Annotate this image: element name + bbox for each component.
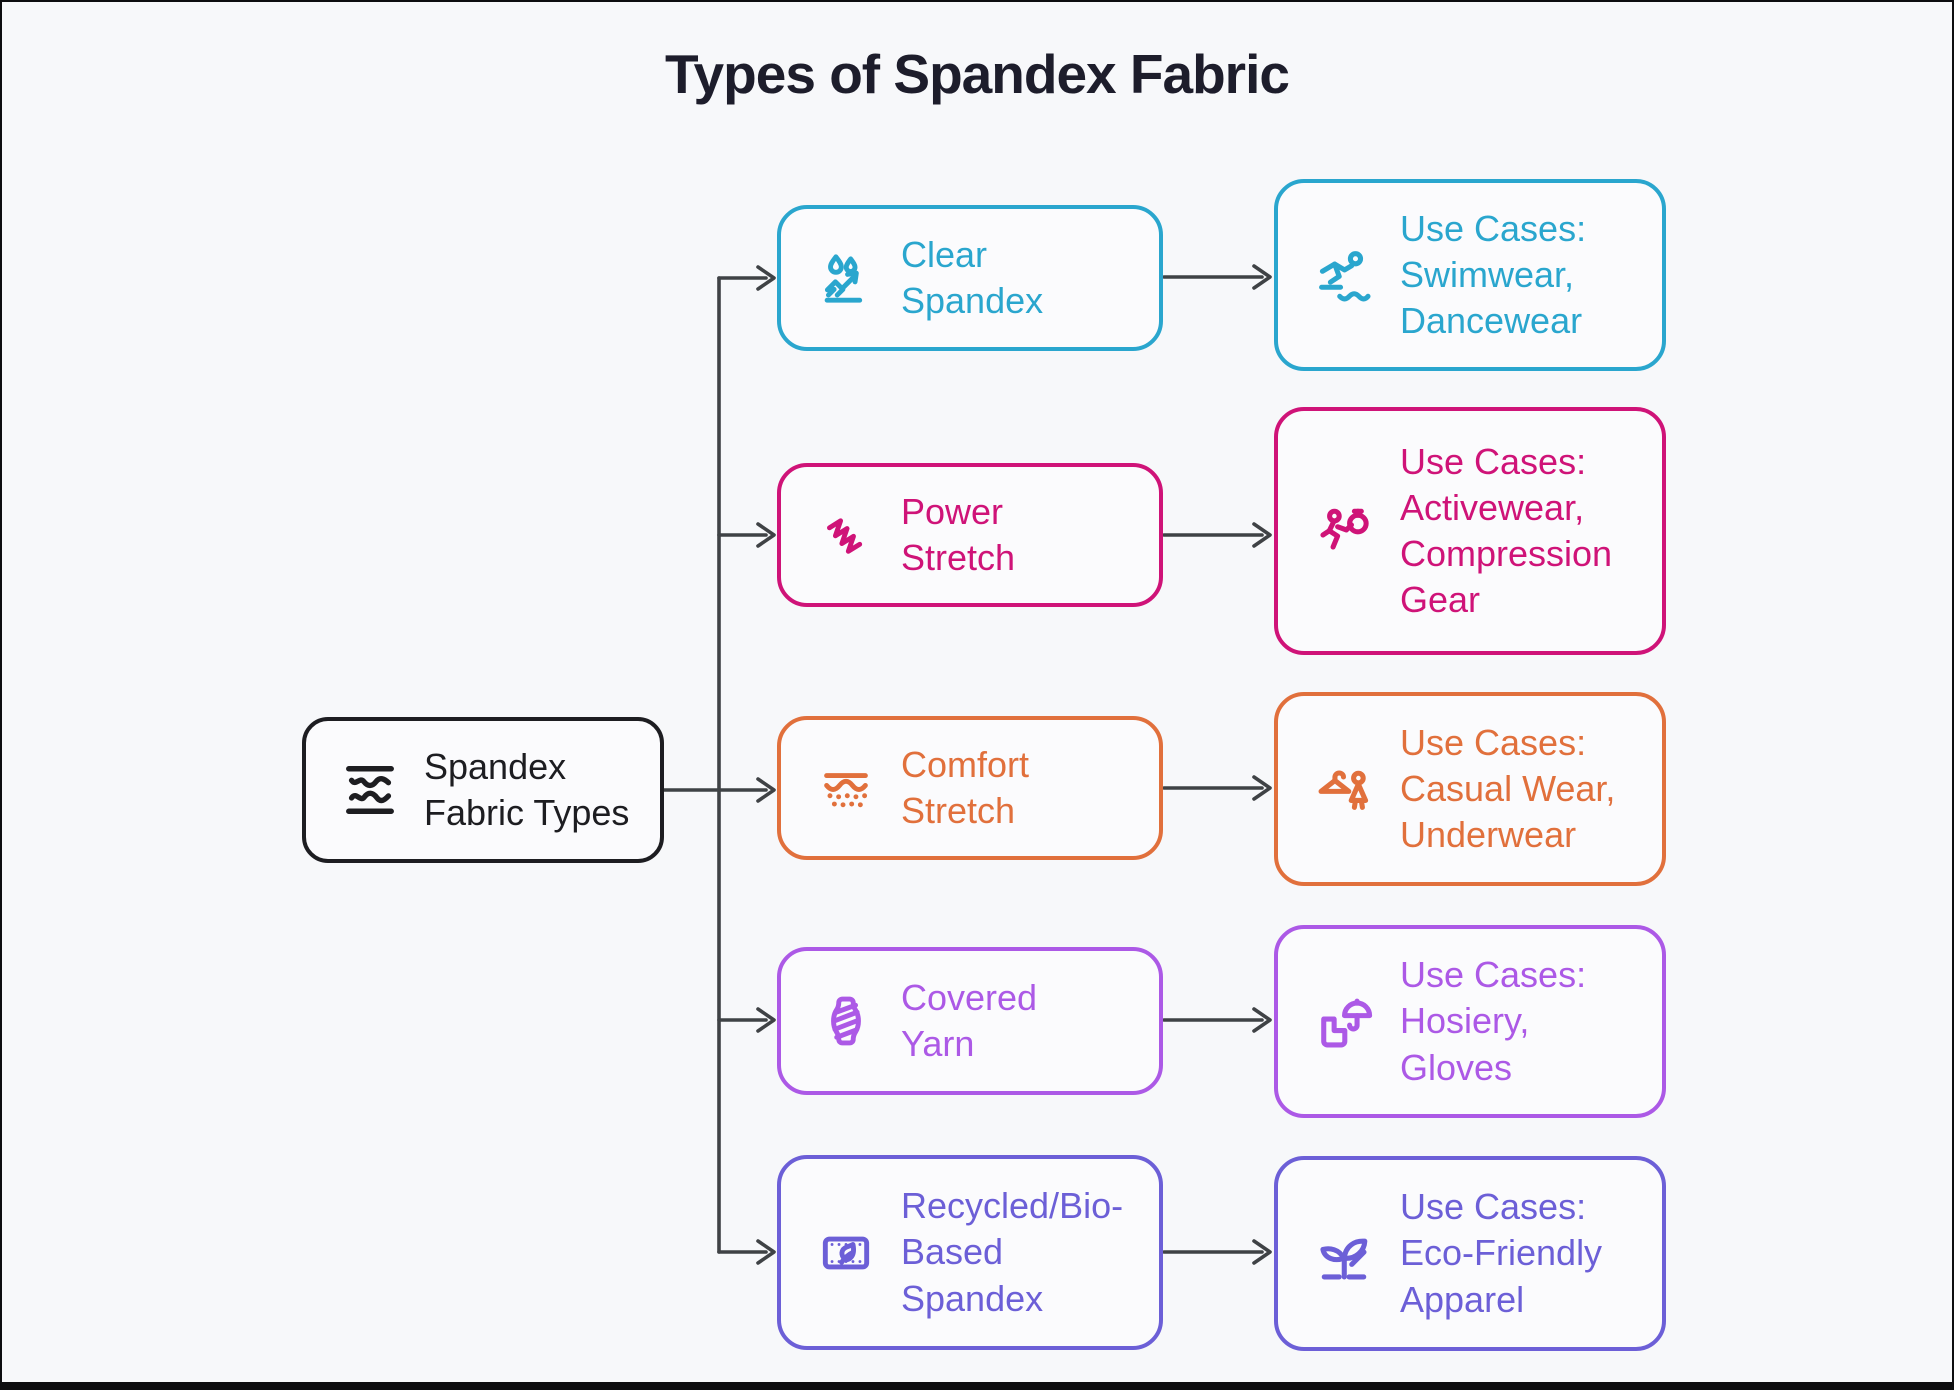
- type-node-label: Clear Spandex: [901, 233, 1044, 321]
- breathable-fabric-icon: [815, 757, 877, 819]
- type-node-power-stretch: Power Stretch: [777, 463, 1163, 607]
- arrowhead-icon: [756, 265, 776, 291]
- arrowhead-icon: [1252, 1007, 1272, 1033]
- hanger-dress-icon: [1312, 757, 1376, 821]
- arrowhead-icon: [1252, 1239, 1272, 1265]
- boot-umbrella-icon: [1312, 990, 1376, 1054]
- water-drops-stretch-icon: [815, 247, 877, 309]
- type-node-label: Covered Yarn: [901, 976, 1038, 1064]
- arrowhead-icon: [1252, 522, 1272, 548]
- use-case-label: Use Cases: Casual Wear, Underwear: [1400, 721, 1616, 856]
- eco-fabric-swatch-icon: [815, 1222, 877, 1284]
- arrowhead-icon: [756, 1007, 776, 1033]
- type-node-label: Comfort Stretch: [901, 743, 1030, 831]
- use-case-label: Use Cases: Hosiery, Gloves: [1400, 954, 1587, 1088]
- type-node-comfort-stretch: Comfort Stretch: [777, 716, 1163, 860]
- runner-stopwatch-icon: [1312, 499, 1376, 563]
- type-node-clear-spandex: Clear Spandex: [777, 205, 1163, 351]
- fabric-stack-icon: [336, 756, 404, 824]
- use-case-label: Use Cases: Eco-Friendly Apparel: [1400, 1186, 1603, 1320]
- arrowhead-icon: [756, 777, 776, 803]
- type-node-covered-yarn: Covered Yarn: [777, 947, 1163, 1095]
- use-case-node-swimwear-dancewear: Use Cases: Swimwear, Dancewear: [1274, 179, 1666, 371]
- arrowhead-icon: [756, 1239, 776, 1265]
- use-case-label: Use Cases: Activewear, Compression Gear: [1400, 440, 1613, 621]
- diagram-title: Types of Spandex Fabric: [665, 43, 1290, 105]
- use-case-node-hosiery-gloves: Use Cases: Hosiery, Gloves: [1274, 925, 1666, 1118]
- sprout-icon: [1312, 1222, 1376, 1286]
- arrowhead-icon: [1252, 775, 1272, 801]
- type-node-label: Recycled/Bio- Based Spandex: [901, 1185, 1124, 1319]
- use-case-label: Use Cases: Swimwear, Dancewear: [1400, 207, 1587, 342]
- use-case-node-activewear-compression-gear: Use Cases: Activewear, Compression Gear: [1274, 407, 1666, 655]
- type-node-recycled-bio-based-spandex: Recycled/Bio- Based Spandex: [777, 1155, 1163, 1350]
- use-case-node-eco-friendly-apparel: Use Cases: Eco-Friendly Apparel: [1274, 1156, 1666, 1351]
- swimmer-icon: [1312, 243, 1376, 307]
- type-node-label: Power Stretch: [901, 490, 1016, 578]
- coil-spring-icon: [815, 504, 877, 566]
- use-case-node-casual-wear-underwear: Use Cases: Casual Wear, Underwear: [1274, 692, 1666, 886]
- root-node-label: Spandex Fabric Types: [424, 745, 630, 833]
- yarn-spool-icon: [815, 990, 877, 1052]
- root-node-spandex-fabric-types: Spandex Fabric Types: [302, 717, 664, 863]
- arrowhead-icon: [756, 522, 776, 548]
- arrowhead-icon: [1252, 264, 1272, 290]
